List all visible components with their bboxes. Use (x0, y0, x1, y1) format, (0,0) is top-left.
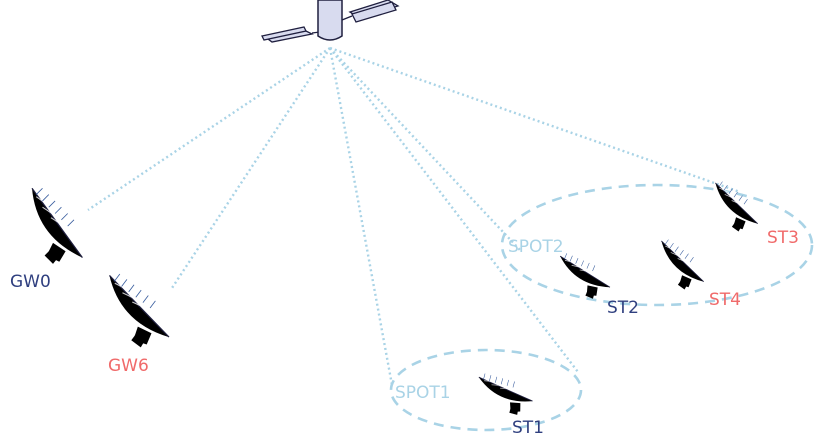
beam-spot1-left (328, 47, 394, 386)
beam-spot1-right (329, 47, 579, 373)
st2-dish-antenna-icon (559, 239, 619, 305)
st4-label: ST4 (709, 290, 741, 310)
st3-dish-antenna-icon (714, 174, 767, 235)
st1-label: ST1 (512, 418, 544, 435)
st4-dish-antenna-icon (660, 232, 713, 293)
beam-lines (87, 46, 741, 386)
gw0-label: GW0 (10, 272, 51, 292)
st3-label: ST3 (767, 228, 799, 248)
spot1-ellipse (389, 348, 583, 432)
satellite-icon (261, 0, 400, 43)
st2-label: ST2 (607, 298, 639, 318)
spot1-label: SPOT1 (395, 383, 451, 403)
beam-gw6 (170, 47, 332, 289)
gw0-dish-antenna-icon (31, 187, 94, 265)
gw6-dish-antenna-icon (108, 266, 182, 352)
spot2-label: SPOT2 (508, 237, 564, 257)
spot2-ellipse (500, 183, 814, 307)
gw6-label: GW6 (108, 356, 149, 376)
beam-spot2-right (329, 46, 741, 194)
st1-dish-antenna-icon (478, 355, 542, 423)
beam-gw0 (87, 47, 331, 211)
beam-spot2-left (329, 47, 521, 251)
